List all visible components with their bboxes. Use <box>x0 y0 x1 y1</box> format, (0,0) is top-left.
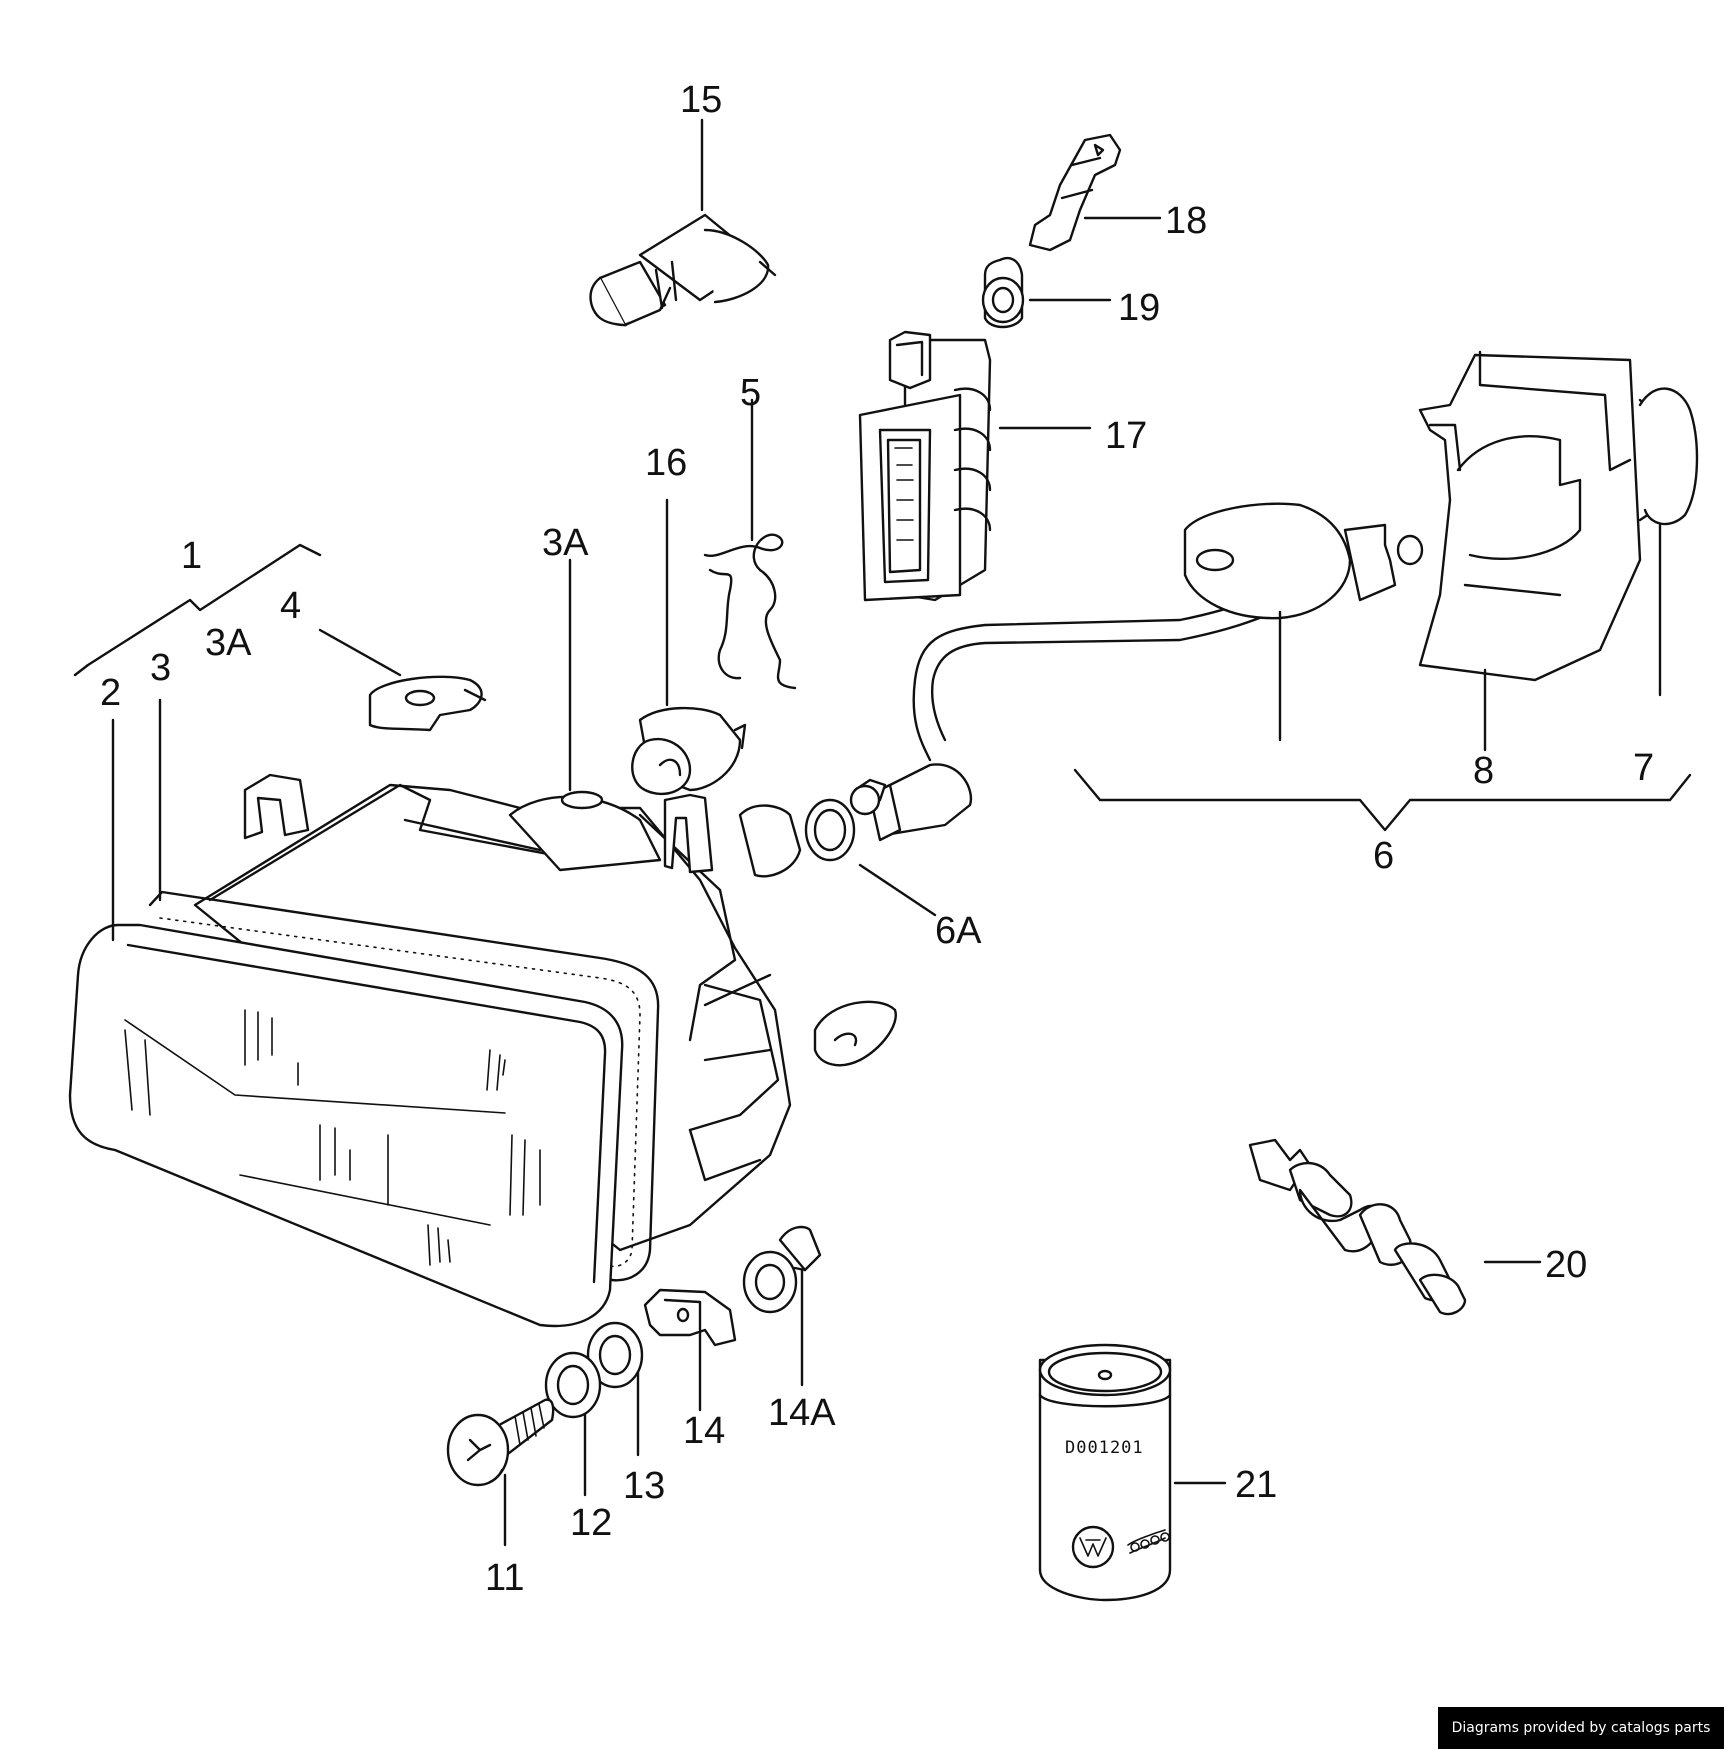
label-20: 20 <box>1545 1244 1587 1286</box>
part-4-clip <box>318 628 487 732</box>
label-6: 6 <box>1373 835 1394 877</box>
part-side-reflector <box>813 1000 897 1067</box>
vw-logo-icon <box>1071 1525 1115 1569</box>
label-8: 8 <box>1473 750 1494 792</box>
part-18-terminal <box>1028 133 1162 252</box>
label-14a: 14A <box>768 1392 836 1434</box>
label-15: 15 <box>680 79 722 121</box>
label-14: 14 <box>683 1410 725 1452</box>
part-20-cable-clip <box>1248 1138 1542 1316</box>
label-12: 12 <box>570 1502 612 1544</box>
part-19-grommet <box>981 256 1112 329</box>
part-15-bulb <box>589 118 777 327</box>
part-7-cap <box>1638 387 1699 697</box>
label-13: 13 <box>623 1465 665 1507</box>
label-21: 21 <box>1235 1464 1277 1506</box>
part-11-screw <box>446 1398 555 1547</box>
label-3a-right: 3A <box>542 522 589 564</box>
part-14-nut-clip <box>643 1288 737 1412</box>
credit-banner: Diagrams provided by catalogs parts <box>1438 1707 1724 1749</box>
part-5-spring <box>703 398 797 690</box>
part-14a-rivet <box>742 1225 822 1387</box>
part-13-washer <box>586 1321 644 1457</box>
can-print-label: D001201 <box>1065 1438 1144 1458</box>
part-21-can: D001201 <box>1038 1343 1227 1602</box>
label-5: 5 <box>740 372 761 414</box>
part-8-cover <box>1418 350 1662 752</box>
label-3: 3 <box>150 647 171 689</box>
label-3a-left: 3A <box>205 622 252 664</box>
headlight-housing <box>68 773 792 1328</box>
label-16: 16 <box>645 442 687 484</box>
label-6a: 6A <box>935 910 982 952</box>
part-6a-seal <box>804 798 937 917</box>
label-11: 11 <box>485 1557 524 1599</box>
callout-labels: 1 2 3 3A 3A 4 5 6 6A 7 8 11 12 13 14 14A… <box>100 79 1654 1599</box>
label-4: 4 <box>280 585 301 627</box>
label-18: 18 <box>1165 200 1207 242</box>
part-16-parking-bulb <box>631 498 747 796</box>
part-12-washer <box>544 1351 602 1497</box>
part-6-socket-harness <box>738 502 1692 878</box>
label-17: 17 <box>1105 415 1147 457</box>
label-19: 19 <box>1118 287 1160 329</box>
label-7: 7 <box>1633 747 1654 789</box>
part-17-connector <box>858 330 1092 602</box>
bracket-1 <box>73 543 322 677</box>
label-1: 1 <box>181 535 202 577</box>
label-2: 2 <box>100 672 121 714</box>
